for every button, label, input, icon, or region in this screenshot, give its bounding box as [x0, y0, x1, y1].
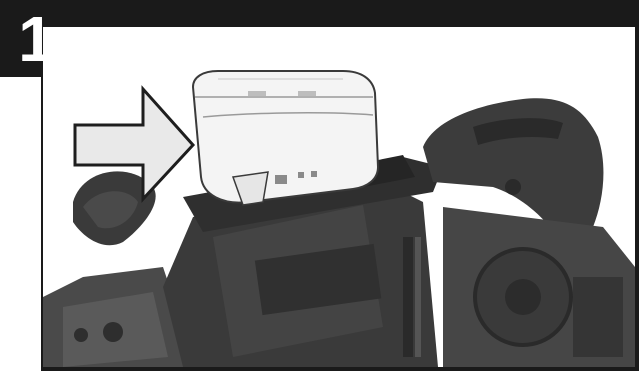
right-border: [635, 0, 639, 371]
battery-insertion-illustration: [43, 27, 635, 367]
header-bar: [0, 0, 639, 27]
battery-pack-icon: [191, 70, 380, 206]
insert-arrow-icon: [73, 85, 196, 203]
left-rule: [41, 76, 43, 371]
bottom-border: [41, 367, 639, 371]
